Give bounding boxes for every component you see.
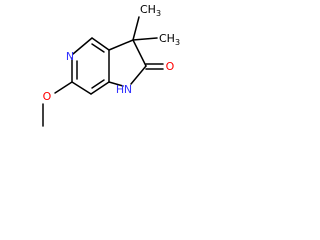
bond-c6-o xyxy=(54,81,73,94)
bond-c3-methyl-right xyxy=(132,37,158,41)
bond-n1-c7a xyxy=(108,81,124,87)
carbonyl-oxygen-label: O xyxy=(166,60,175,73)
bond-c7a-c7-inner xyxy=(91,79,105,89)
amide-hydrogen-label: H xyxy=(116,83,124,96)
bond-n5-c4 xyxy=(72,37,93,55)
chemical-structure: N H N O O CH3 CH3 xyxy=(42,3,180,127)
bond-c7-c6 xyxy=(71,81,92,95)
bond-c3a-c3 xyxy=(108,39,134,51)
bond-c4-c3a xyxy=(91,37,110,51)
bond-c3-methyl-top xyxy=(132,16,140,41)
amide-nitrogen-label: N xyxy=(124,83,132,96)
bond-c7a-c7 xyxy=(90,81,110,95)
bond-c2-n1 xyxy=(130,65,147,85)
ether-oxygen-label: O xyxy=(43,90,52,103)
methyl-right-label: CH3 xyxy=(159,32,180,47)
methyl-top-label: CH3 xyxy=(140,3,161,18)
ring-nitrogen-label: N xyxy=(66,50,74,63)
bond-c4-c3a-inner xyxy=(91,43,105,53)
bond-c3-c2 xyxy=(132,39,147,67)
